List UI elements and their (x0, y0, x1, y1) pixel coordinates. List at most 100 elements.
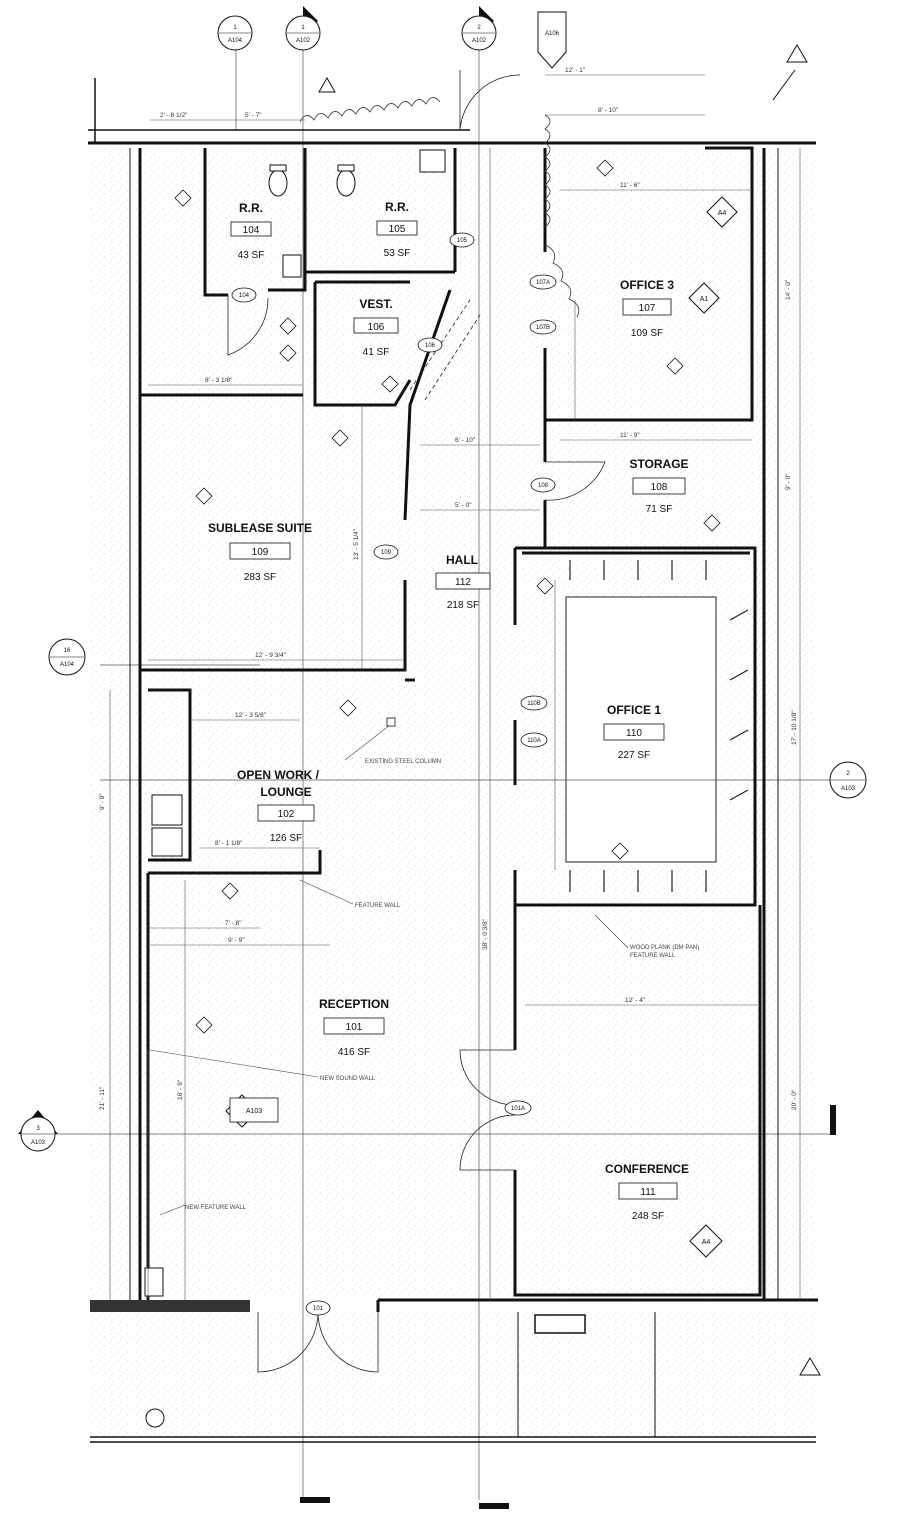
svg-text:11' - 6": 11' - 6" (620, 182, 640, 189)
svg-text:109: 109 (381, 550, 392, 556)
svg-text:109: 109 (252, 547, 269, 558)
svg-text:21' - 11": 21' - 11" (99, 1086, 106, 1110)
svg-text:104: 104 (239, 293, 250, 299)
svg-text:12' - 4": 12' - 4" (625, 997, 646, 1004)
svg-text:101A: 101A (511, 1106, 525, 1112)
svg-text:8' - 10": 8' - 10" (598, 107, 619, 114)
svg-text:110A: 110A (527, 738, 541, 744)
svg-text:105: 105 (457, 238, 468, 244)
svg-text:107B: 107B (536, 325, 550, 331)
svg-text:5' - 7": 5' - 7" (245, 112, 262, 119)
elevation-tags: A4 A1 A4 A103 (174, 159, 738, 1258)
room-vest: VEST. 106 41 SF (353, 297, 399, 358)
svg-text:101: 101 (313, 1306, 324, 1312)
svg-text:WOOD PLANK (DM PAN): WOOD PLANK (DM PAN) (630, 945, 699, 951)
plumbing-fixtures (144, 149, 446, 1428)
svg-text:VEST.: VEST. (359, 297, 392, 311)
room-conference: CONFERENCE 111 248 SF (605, 1162, 689, 1222)
svg-text:A102: A102 (296, 38, 311, 44)
svg-text:108: 108 (538, 483, 549, 489)
svg-text:12' - 1": 12' - 1" (565, 67, 586, 74)
interior-walls (140, 146, 762, 1300)
section-cut-marks (300, 1105, 836, 1509)
room-rr105: R.R. 105 53 SF (376, 200, 418, 259)
svg-text:8' - 3 1/8": 8' - 3 1/8" (205, 377, 233, 384)
svg-text:9' - 9": 9' - 9" (228, 937, 245, 944)
dimension-lines (109, 74, 801, 1300)
room-reception: RECEPTION 101 416 SF (319, 997, 389, 1058)
svg-text:53 SF: 53 SF (384, 248, 411, 259)
svg-text:LOUNGE: LOUNGE (260, 785, 311, 799)
svg-text:9' - 0": 9' - 0" (785, 473, 792, 490)
exterior-walls (88, 78, 818, 1443)
section-markers: 1 A104 1 A102 2 A102 A106 16 A104 (18, 6, 867, 1509)
svg-text:283 SF: 283 SF (244, 572, 276, 583)
small-diamond-markers (174, 159, 721, 1034)
svg-text:A102: A102 (472, 38, 487, 44)
svg-text:A104: A104 (228, 38, 243, 44)
bubble-16-a104: 16 A104 (48, 638, 86, 676)
grid-lines (20, 50, 830, 1500)
svg-text:6' - 10": 6' - 10" (455, 437, 476, 444)
svg-text:110: 110 (626, 728, 642, 739)
svg-text:A106: A106 (545, 31, 560, 37)
svg-text:11' - 9": 11' - 9" (620, 432, 640, 439)
svg-text:107A: 107A (536, 280, 550, 286)
bubble-3-a103: 3 A103 (18, 1110, 58, 1152)
svg-text:EXISTING STEEL COLUMN: EXISTING STEEL COLUMN (365, 759, 441, 765)
svg-text:218 SF: 218 SF (447, 600, 479, 611)
svg-text:109 SF: 109 SF (631, 328, 663, 339)
revision-triangles (318, 44, 821, 1376)
bubble-2-a102: 2 A102 (461, 6, 497, 51)
svg-text:R.R.: R.R. (239, 201, 263, 215)
north-arrow-line (772, 69, 796, 101)
door-tags: 104 105 106 107A 107B 108 109 110B 110A … (231, 232, 557, 1316)
room-storage: STORAGE 108 71 SF (629, 457, 688, 515)
floor-fill (88, 148, 816, 1437)
svg-text:16' - 9": 16' - 9" (177, 1079, 184, 1100)
svg-text:17' - 10 1/8": 17' - 10 1/8" (791, 710, 798, 745)
svg-text:2: 2 (477, 25, 481, 31)
svg-text:3: 3 (36, 1126, 40, 1132)
room-office1: OFFICE 1 110 227 SF (603, 703, 665, 761)
svg-text:112: 112 (455, 577, 471, 588)
svg-text:43 SF: 43 SF (238, 250, 265, 261)
svg-text:105: 105 (389, 224, 406, 235)
dimension-labels: 2' - 8 1/2" 5' - 7" 12' - 1" 8' - 10" 11… (99, 67, 798, 1110)
svg-text:A1: A1 (700, 296, 709, 303)
svg-text:OFFICE 3: OFFICE 3 (620, 278, 674, 292)
svg-text:12' - 3 5/8": 12' - 3 5/8" (235, 712, 267, 719)
bubble-1-a102: 1 A102 (285, 6, 321, 51)
svg-text:12' - 9 3/4": 12' - 9 3/4" (255, 652, 287, 659)
bubble-1-a104: 1 A104 (217, 15, 253, 51)
room-hall: HALL 112 218 SF (435, 553, 491, 611)
svg-text:7' - 8": 7' - 8" (225, 920, 242, 927)
svg-text:20' - 0": 20' - 0" (791, 1089, 798, 1110)
svg-text:9' - 9": 9' - 9" (99, 793, 106, 810)
svg-text:FEATURE WALL: FEATURE WALL (355, 903, 401, 909)
svg-text:1: 1 (301, 25, 305, 31)
svg-text:106: 106 (368, 322, 385, 333)
room-lounge: OPEN WORK / LOUNGE 102 126 SF (237, 768, 320, 844)
svg-text:38' - 0 3/8": 38' - 0 3/8" (482, 918, 489, 950)
svg-text:248 SF: 248 SF (632, 1211, 664, 1222)
svg-text:108: 108 (651, 482, 668, 493)
svg-text:13' - 5 1/4": 13' - 5 1/4" (353, 528, 360, 560)
svg-text:2: 2 (846, 771, 850, 777)
svg-text:41 SF: 41 SF (363, 347, 390, 358)
svg-text:102: 102 (278, 809, 295, 820)
svg-text:OFFICE 1: OFFICE 1 (607, 703, 661, 717)
svg-text:R.R.: R.R. (385, 200, 409, 214)
svg-text:OPEN WORK /: OPEN WORK / (237, 768, 320, 782)
bubble-2-a103: 2 A103 (829, 761, 867, 799)
doors (227, 70, 606, 1373)
svg-text:NEW SOUND WALL: NEW SOUND WALL (320, 1076, 376, 1082)
svg-text:NEW FEATURE WALL: NEW FEATURE WALL (185, 1205, 247, 1211)
svg-text:RECEPTION: RECEPTION (319, 997, 389, 1011)
tag-a4-conference: A4 (689, 1224, 723, 1258)
room-office3: OFFICE 3 107 109 SF (620, 278, 674, 339)
svg-text:FEATURE WALL: FEATURE WALL (630, 953, 676, 959)
svg-text:8' - 1 1/8": 8' - 1 1/8" (215, 840, 243, 847)
svg-text:HALL: HALL (446, 553, 478, 567)
